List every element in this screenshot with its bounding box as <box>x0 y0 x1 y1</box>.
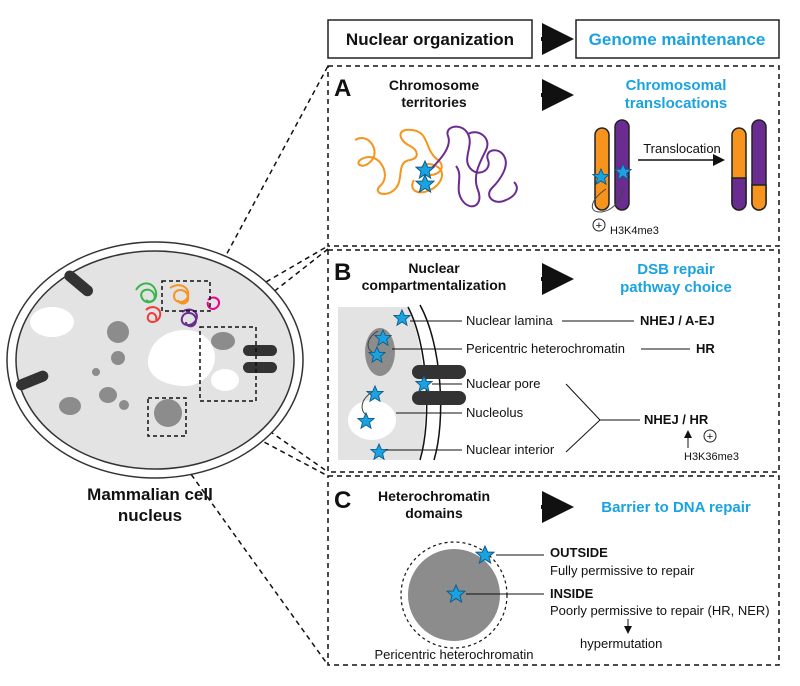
panel-a-title-line1: Chromosome <box>389 77 479 93</box>
break-link-arrow <box>591 187 623 213</box>
heterochromatin-domain <box>111 351 125 365</box>
heterochromatin-domain <box>107 321 129 343</box>
panel-c-frame <box>327 475 780 666</box>
panel-b-frame <box>327 249 780 473</box>
row-label-nucleolus: Nucleolus <box>466 405 524 420</box>
heterochromatin-domain <box>59 397 81 415</box>
relocation-arrow <box>361 391 373 416</box>
panel-b-title-line2: compartmentalization <box>362 277 507 293</box>
plus-mark-icon <box>703 429 717 443</box>
outside-description: Fully permissive to repair <box>550 563 695 578</box>
outside-title: OUTSIDE <box>550 545 608 560</box>
panel-c-letter: C <box>334 487 351 514</box>
nuclear-pore <box>243 345 277 356</box>
hypermutation-label: hypermutation <box>580 636 662 651</box>
nuclear-pore <box>412 391 466 405</box>
panel-b-outcome-line1: DSB repair <box>637 261 715 278</box>
inside-description: Poorly permissive to repair (HR, NER) <box>550 603 770 618</box>
panel-b-letter: B <box>334 259 351 286</box>
panel-a: A Chromosome territories Chromosomal tra… <box>327 65 780 247</box>
plus-sign: + <box>707 431 713 443</box>
zoom-box-territories <box>161 280 211 312</box>
nucleolus <box>30 307 74 337</box>
orange-chromosome-territory <box>354 128 444 195</box>
nucleolus <box>147 329 215 387</box>
purple-chromosome <box>614 119 630 211</box>
row-label-nuclear-lamina: Nuclear lamina <box>466 313 553 328</box>
domain-caption: Pericentric heterochromatin <box>375 647 534 662</box>
chromosome-territories <box>135 282 220 328</box>
zoom-box-compartments <box>199 326 257 402</box>
h3k4me3-label: H3K4me3 <box>610 225 659 237</box>
row-label-pericentric-heterochromatin: Pericentric heterochromatin <box>466 341 625 356</box>
nucleus-label-line2: nucleus <box>118 506 182 525</box>
nucleolus <box>211 369 239 391</box>
heterochromatin-domain <box>99 387 117 403</box>
panel-b: B Nuclear compartmentalization DSB repai… <box>327 249 780 473</box>
genome-maintenance-box <box>575 19 780 59</box>
header: Nuclear organization Genome maintenance <box>327 19 780 59</box>
row-label-nuclear-pore: Nuclear pore <box>466 376 540 391</box>
derivative-purple-segment <box>731 177 747 211</box>
genome-maintenance-label: Genome maintenance <box>589 30 766 49</box>
heterochromatin-domain <box>119 400 129 410</box>
panel-c-outcome: Barrier to DNA repair <box>601 499 751 516</box>
pathway-hr: HR <box>696 341 715 356</box>
nuclear-pore <box>16 370 49 391</box>
nucleus-label-line1: Mammalian cell <box>87 485 213 504</box>
heterochromatin-domain <box>154 399 182 427</box>
plus-mark-icon <box>592 218 606 232</box>
plus-sign: + <box>596 220 602 232</box>
row-label-nuclear-interior: Nuclear interior <box>466 442 555 457</box>
panel-b-outcome-line2: pathway choice <box>620 279 732 296</box>
panel-a-outcome-line2: translocations <box>625 95 728 112</box>
zoom-box-heterochromatin <box>147 397 187 437</box>
relocation-arrow <box>367 330 379 353</box>
nuclear-organization-label: Nuclear organization <box>346 30 514 49</box>
panel-a-title-line2: territories <box>401 94 467 110</box>
heterochromatin-domain <box>211 332 235 350</box>
nuclear-pore <box>243 362 277 373</box>
inside-title: INSIDE <box>550 586 594 601</box>
panel-c: C Heterochromatin domains Barrier to DNA… <box>327 475 780 666</box>
panel-b-title-line1: Nuclear <box>408 260 460 276</box>
nuclear-organization-box <box>327 19 533 59</box>
nucleus-diagram <box>6 241 304 479</box>
purple-chromosome-territory <box>429 125 518 208</box>
merge-bracket <box>565 383 640 453</box>
domain-boundary <box>400 541 508 649</box>
nuclear-pore <box>412 365 466 379</box>
panel-a-outcome-line1: Chromosomal <box>626 77 727 94</box>
h3k36me3-label: H3K36me3 <box>684 451 739 463</box>
heterochromatin-domain <box>92 368 100 376</box>
panel-c-title-line1: Heterochromatin <box>378 488 490 504</box>
nuclear-pore <box>64 270 93 297</box>
envelope-outer-line <box>419 304 442 461</box>
pathway-nhej-hr: NHEJ / HR <box>644 412 709 427</box>
orange-chromosome <box>594 127 610 211</box>
translocation-label: Translocation <box>643 141 721 156</box>
panel-a-letter: A <box>334 75 351 102</box>
panel-a-frame <box>327 65 780 247</box>
derivative-orange-segment <box>751 184 767 211</box>
panel-c-title-line2: domains <box>405 505 463 521</box>
pathway-nhej-aej: NHEJ / A-EJ <box>640 313 715 328</box>
